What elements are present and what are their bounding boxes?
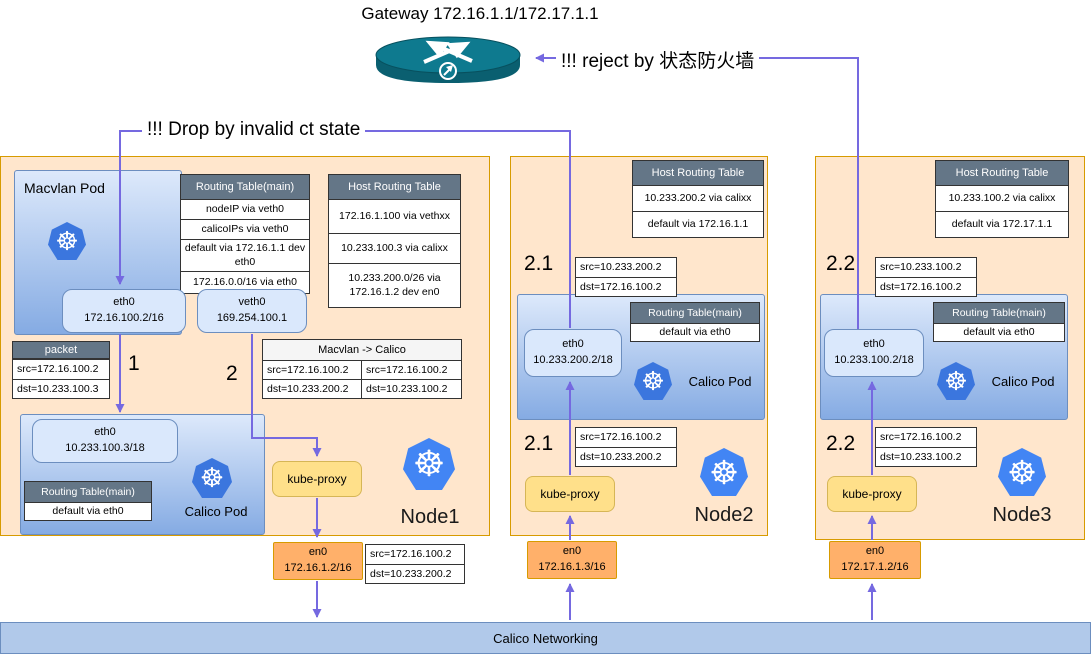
node3-calico-pod-label: Calico Pod	[991, 374, 1055, 389]
node2-kube-proxy: kube-proxy	[525, 476, 615, 512]
packet-box: src=172.16.100.2 dst=10.233.100.3	[12, 359, 110, 400]
table-cell: src=172.16.100.2	[362, 360, 461, 379]
node2-calico-pod-label: Calico Pod	[688, 374, 752, 389]
table-row: nodeIP via veth0	[181, 199, 309, 219]
node1-en0-interface: en0 172.16.1.2/16	[273, 542, 363, 580]
node3-label: Node3	[992, 504, 1052, 526]
node2-label: Node2	[694, 504, 754, 526]
node1-kube-proxy: kube-proxy	[272, 461, 362, 497]
node3-request-packet-box: src=172.16.100.2 dst=10.233.100.2	[875, 427, 977, 468]
macvlan-routing-table: Routing Table(main) nodeIP via veth0 cal…	[180, 174, 310, 294]
packet-dst: dst=10.233.200.2	[580, 450, 662, 463]
table-row: default via 172.16.1.1	[633, 211, 763, 237]
table-header: Routing Table(main)	[25, 482, 151, 502]
table-row: 172.16.1.100 via vethxx	[329, 199, 460, 233]
packet-src: src=172.16.100.2	[876, 428, 976, 448]
table-header: Routing Table(main)	[181, 175, 309, 199]
reject-annotation: !!! reject by 状态防火墙	[556, 45, 760, 74]
packet-dst: dst=172.16.100.2	[580, 280, 662, 293]
step-2-2-request-label: 2.2	[826, 432, 856, 455]
packet-dst: dst=10.233.200.2	[370, 567, 452, 580]
router-icon	[374, 31, 522, 89]
table-row: 10.233.200.2 via calixx	[633, 185, 763, 211]
node2-reply-packet-box: src=10.233.200.2 dst=172.16.100.2	[575, 257, 677, 298]
node1-calico-eth0-interface: eth0 10.233.100.3/18	[32, 419, 178, 463]
table-cell: src=172.16.100.2	[263, 360, 362, 379]
packet-src: src=10.233.200.2	[576, 258, 676, 278]
node1-calico-routing-table: Routing Table(main) default via eth0	[24, 481, 152, 521]
table-row: default via eth0	[25, 502, 151, 520]
macvlan-veth0-interface: veth0 169.254.100.1	[197, 289, 307, 333]
table-row: default via eth0	[934, 323, 1064, 341]
node3-kube-proxy: kube-proxy	[827, 476, 917, 512]
table-header: Routing Table(main)	[934, 303, 1064, 323]
packet-dst: dst=10.233.100.2	[880, 450, 962, 463]
macvlan-eth0-interface: eth0 172.16.100.2/16	[62, 289, 186, 333]
node3-calico-routing-table: Routing Table(main) default via eth0	[933, 302, 1065, 342]
table-header: Macvlan -> Calico	[263, 340, 461, 360]
table-row: default via eth0	[631, 323, 759, 341]
drop-annotation: !!! Drop by invalid ct state	[142, 118, 366, 142]
packet-src: src=172.16.100.2	[576, 428, 676, 448]
node1-host-routing-table: Host Routing Table 172.16.1.100 via veth…	[328, 174, 461, 308]
node2-en0-interface: en0 172.16.1.3/16	[527, 541, 617, 579]
table-row: 10.233.100.3 via calixx	[329, 233, 460, 263]
packet-dst: dst=172.16.100.2	[880, 280, 962, 293]
macvlan-to-calico-table: Macvlan -> Calico src=172.16.100.2 src=1…	[262, 339, 462, 399]
table-row: default via 172.17.1.1	[936, 211, 1068, 237]
node3-calico-eth0-interface: eth0 10.233.100.2/18	[824, 329, 924, 377]
step-2-1-request-label: 2.1	[524, 432, 554, 455]
node3-en0-interface: en0 172.17.1.2/16	[829, 541, 921, 579]
macvlan-pod-label: Macvlan Pod	[24, 180, 105, 196]
node3-host-routing-table: Host Routing Table 10.233.100.2 via cali…	[935, 160, 1069, 238]
kubernetes-icon: ☸	[937, 362, 975, 400]
kubernetes-icon: ☸	[998, 448, 1046, 496]
node2-host-routing-table: Host Routing Table 10.233.200.2 via cali…	[632, 160, 764, 238]
packet-src: src=10.233.100.2	[876, 258, 976, 278]
table-cell: dst=10.233.100.2	[362, 379, 461, 398]
packet-src: src=172.16.100.2	[13, 360, 109, 380]
gateway-title: Gateway 172.16.1.1/172.17.1.1	[361, 4, 599, 23]
node3-reply-packet-box: src=10.233.100.2 dst=172.16.100.2	[875, 257, 977, 298]
table-header: Host Routing Table	[936, 161, 1068, 185]
step-2-label: 2	[226, 362, 238, 385]
node2-calico-eth0-interface: eth0 10.233.200.2/18	[524, 329, 622, 377]
packet-label: packet	[12, 341, 110, 359]
table-row: calicoIPs via veth0	[181, 219, 309, 239]
step-2-1-reply-label: 2.1	[524, 252, 554, 275]
table-header: Host Routing Table	[633, 161, 763, 185]
step-2-2-reply-label: 2.2	[826, 252, 856, 275]
table-row: 10.233.100.2 via calixx	[936, 185, 1068, 211]
node2-calico-routing-table: Routing Table(main) default via eth0	[630, 302, 760, 342]
kubernetes-icon: ☸	[634, 362, 672, 400]
packet-src: src=172.16.100.2	[366, 545, 464, 565]
table-row: default via 172.16.1.1 dev eth0	[181, 239, 309, 271]
node1-en0-packet-box: src=172.16.100.2 dst=10.233.200.2	[365, 544, 465, 585]
table-body: src=172.16.100.2 src=172.16.100.2 dst=10…	[263, 360, 461, 398]
table-header: Routing Table(main)	[631, 303, 759, 323]
packet-dst: dst=10.233.100.3	[17, 382, 99, 395]
node1-calico-pod-label: Calico Pod	[184, 504, 248, 519]
calico-networking-bar: Calico Networking	[0, 622, 1091, 654]
table-header: Host Routing Table	[329, 175, 460, 199]
table-row: 10.233.200.0/26 via 172.16.1.2 dev en0	[329, 263, 460, 307]
step-1-label: 1	[128, 352, 140, 375]
node1-label: Node1	[400, 506, 460, 528]
node2-request-packet-box: src=172.16.100.2 dst=10.233.200.2	[575, 427, 677, 468]
table-cell: dst=10.233.200.2	[263, 379, 362, 398]
